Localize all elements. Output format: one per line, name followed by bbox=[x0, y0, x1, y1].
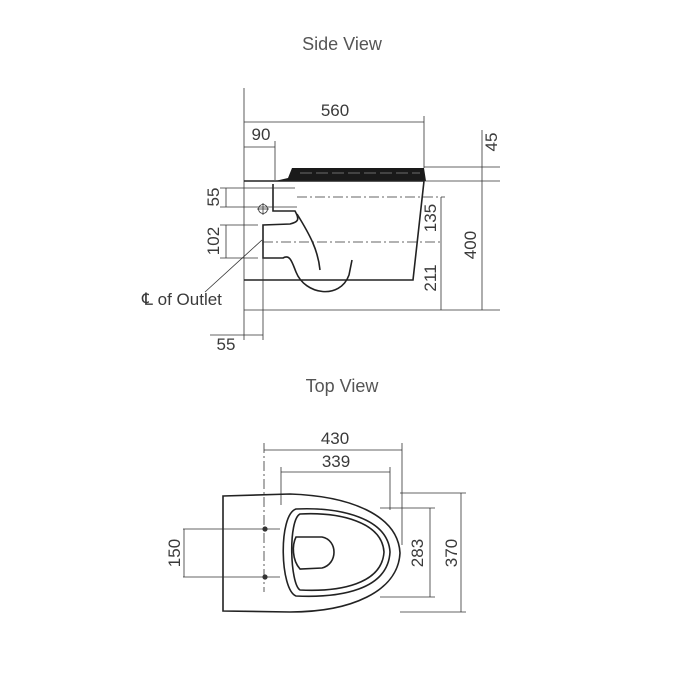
seat-outer bbox=[282, 507, 391, 598]
fixing-hole bbox=[262, 526, 268, 532]
dim-90-label: 90 bbox=[252, 125, 271, 144]
dim-102-label: 102 bbox=[204, 227, 223, 255]
dim-370-label: 370 bbox=[442, 539, 461, 567]
outlet-label: ℄ of Outlet bbox=[141, 290, 222, 309]
dim-211-label: 211 bbox=[421, 264, 440, 291]
dim-283-label: 283 bbox=[408, 539, 427, 567]
dim-55b-label: 55 bbox=[217, 335, 236, 354]
bowl-body bbox=[244, 180, 425, 281]
leader-line bbox=[204, 239, 263, 293]
seat-inner bbox=[290, 512, 385, 592]
dim-339-label: 339 bbox=[322, 452, 350, 471]
dim-45-label: 45 bbox=[482, 133, 501, 152]
top-view-title: Top View bbox=[306, 376, 380, 396]
fixing-hole bbox=[262, 574, 268, 580]
side-view: Side View 560 90 45 55 1 bbox=[141, 34, 501, 354]
dim-55-label: 55 bbox=[204, 188, 223, 207]
dim-400-label: 400 bbox=[461, 231, 480, 259]
side-view-title: Side View bbox=[302, 34, 383, 54]
top-view: Top View 430 339 150 283 370 bbox=[165, 376, 466, 613]
dim-150-label: 150 bbox=[165, 539, 184, 567]
dim-560-label: 560 bbox=[321, 101, 349, 120]
bowl-trap bbox=[262, 184, 353, 293]
dim-430-label: 430 bbox=[321, 429, 349, 448]
dim-135-label: 135 bbox=[421, 204, 440, 232]
bowl-hole bbox=[292, 536, 335, 570]
seat-lid bbox=[275, 168, 426, 181]
bowl-outline bbox=[222, 493, 401, 613]
